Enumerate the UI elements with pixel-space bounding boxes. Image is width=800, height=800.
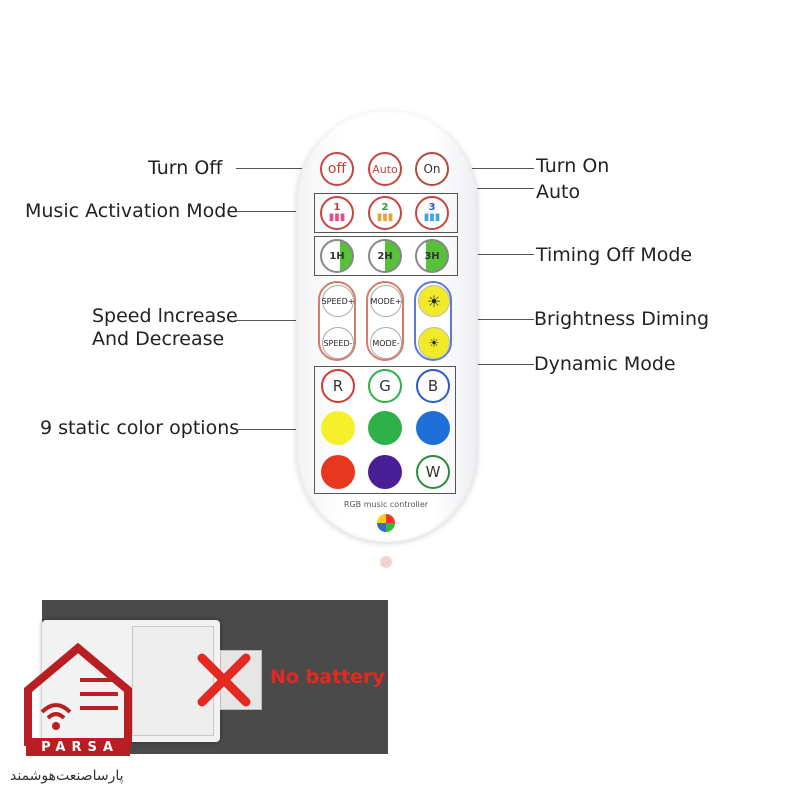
- cross-icon: [196, 652, 252, 708]
- sun-icon: ☀: [426, 291, 442, 311]
- music-mode-1-button[interactable]: 1 ▮▮▮: [320, 196, 354, 230]
- timer-3h-button[interactable]: 3H: [415, 239, 449, 273]
- equalizer-icon: ▮▮▮: [328, 212, 346, 223]
- red-color-button[interactable]: [321, 455, 355, 489]
- timer-3h-label: 3H: [424, 250, 440, 262]
- label-speed-line1: Speed lncrease: [92, 305, 238, 327]
- leader-line: [456, 319, 534, 320]
- music-mode-3-button[interactable]: 3 ▮▮▮: [415, 196, 449, 230]
- watermark-logo-text: PARSA: [41, 740, 119, 755]
- no-battery-label: No battery: [270, 666, 385, 688]
- blue-letter-button[interactable]: B: [416, 369, 450, 403]
- timer-1h-label: 1H: [329, 250, 345, 262]
- leader-line: [236, 211, 316, 212]
- music-mode-frame: [314, 193, 458, 233]
- speed-up-button[interactable]: SPEED+: [322, 285, 354, 317]
- timer-2h-button[interactable]: 2H: [368, 239, 402, 273]
- green-letter-button[interactable]: G: [368, 369, 402, 403]
- speed-down-button[interactable]: SPEED-: [322, 327, 354, 359]
- label-music-mode: Music Activation Mode: [25, 200, 239, 222]
- color-grid-frame: [314, 366, 456, 494]
- label-static-colors: 9 static color options: [40, 417, 240, 439]
- label-brightness: Brightness Diming: [534, 308, 710, 330]
- timer-2h-label: 2H: [377, 250, 393, 262]
- leader-line: [458, 254, 534, 255]
- mode-down-button[interactable]: MODE-: [370, 327, 402, 359]
- music-mode-3-number: 3: [428, 202, 436, 213]
- label-turn-off: Turn Off: [148, 157, 223, 179]
- leader-line: [452, 168, 534, 169]
- off-button[interactable]: off: [320, 152, 354, 186]
- watermark-logo: [22, 640, 134, 756]
- timer-1h-button[interactable]: 1H: [320, 239, 354, 273]
- sun-small-icon: ☀: [428, 336, 440, 350]
- white-letter: W: [425, 463, 441, 481]
- brightness-down-button[interactable]: ☀: [418, 327, 450, 359]
- red-letter: R: [332, 377, 344, 395]
- remote-caption: RGB music controller: [343, 500, 429, 509]
- blue-letter: B: [427, 377, 439, 395]
- brightness-pill: ☀ ☀: [414, 281, 452, 361]
- auto-button[interactable]: Auto: [368, 152, 402, 186]
- white-letter-button[interactable]: W: [416, 455, 450, 489]
- on-button[interactable]: On: [415, 152, 449, 186]
- leader-line: [236, 320, 318, 321]
- music-mode-2-number: 2: [381, 202, 389, 213]
- brightness-up-button[interactable]: ☀: [418, 285, 450, 317]
- reflection: [380, 556, 392, 568]
- brand-logo-icon: [377, 514, 395, 532]
- on-button-label: On: [423, 162, 441, 176]
- off-button-label: off: [327, 161, 347, 177]
- auto-button-label: Auto: [372, 162, 398, 176]
- blue-color-button[interactable]: [416, 411, 450, 445]
- label-auto: Auto: [536, 181, 581, 203]
- red-letter-button[interactable]: R: [321, 369, 355, 403]
- green-color-button[interactable]: [368, 411, 402, 445]
- equalizer-icon: ▮▮▮: [423, 212, 441, 223]
- music-mode-1-number: 1: [333, 202, 341, 213]
- equalizer-icon: ▮▮▮: [376, 212, 394, 223]
- label-timing-off: Timing Off Mode: [536, 244, 693, 266]
- watermark-brand-text: پارساصنعت‌هوشمند: [10, 768, 124, 784]
- music-mode-2-button[interactable]: 2 ▮▮▮: [368, 196, 402, 230]
- timer-frame: [314, 236, 458, 276]
- yellow-color-button[interactable]: [321, 411, 355, 445]
- leader-line: [236, 168, 318, 169]
- battery-slot: [132, 626, 214, 736]
- speed-pill: SPEED+ SPEED-: [318, 281, 356, 361]
- leader-line: [236, 429, 316, 430]
- green-letter: G: [379, 377, 391, 395]
- label-dynamic: Dynamic Mode: [534, 353, 676, 375]
- battery-photo: No battery: [42, 600, 388, 754]
- label-speed-line2: And Decrease: [92, 328, 225, 350]
- label-turn-on: Turn On: [536, 155, 610, 177]
- purple-color-button[interactable]: [368, 455, 402, 489]
- mode-up-button[interactable]: MODE+: [370, 285, 402, 317]
- mode-pill: MODE+ MODE-: [366, 281, 404, 361]
